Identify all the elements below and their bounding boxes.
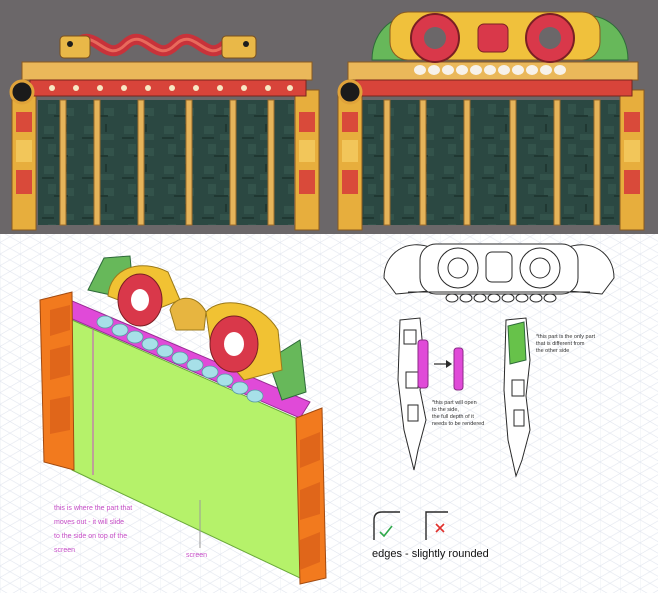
render-gate-crowned: [337, 11, 645, 231]
moves-out-line-3: to the side on top of the: [54, 533, 127, 540]
opens-line-1: *this part will open: [432, 400, 477, 406]
stone-screen: [38, 100, 294, 225]
pillars: [383, 99, 601, 226]
render-gate-closed: [9, 33, 320, 231]
rounded-edge-sample: [373, 511, 400, 540]
moves-out-line-1: this is where the part that: [54, 505, 132, 512]
edge-samples: [373, 511, 448, 540]
only-part-line-3: the other side: [536, 348, 569, 354]
lintel-beads: [49, 85, 293, 91]
pillars: [59, 99, 275, 226]
cross-icon: [435, 523, 445, 533]
opens-note: *this part will open to the side, the fu…: [432, 400, 484, 427]
right-column: [294, 89, 320, 231]
teeth-row: [96, 315, 264, 403]
crest-center: [477, 23, 509, 53]
left-column: [11, 89, 37, 231]
crest-center-outline: [485, 251, 513, 283]
serpent-head-left: [59, 35, 91, 59]
lintel: [21, 61, 313, 81]
left-ring: [337, 79, 363, 105]
column-right-line-art: [503, 317, 531, 478]
only-part-line-1: *this part is the only part: [536, 334, 595, 340]
edges-label: edges - slightly rounded: [372, 548, 489, 560]
moves-out-line-2: moves out - it will slide: [54, 519, 124, 526]
sharp-edge-sample: [425, 511, 448, 540]
column-left-line-art: [397, 317, 429, 471]
iso-gate-blockout: [39, 255, 327, 585]
crest-line-art: [383, 243, 615, 303]
opens-line-4: needs to be rendered: [432, 421, 484, 427]
right-column: [619, 89, 645, 231]
check-icon: [379, 525, 393, 538]
left-ring: [9, 79, 35, 105]
serpent-head-right: [221, 35, 257, 59]
left-column: [337, 89, 363, 231]
screen-label: screen: [186, 552, 207, 559]
lintel-band: [29, 79, 307, 97]
unique-part: [507, 321, 527, 365]
moves-out-note: this is where the part that moves out - …: [54, 505, 132, 554]
stone-screen: [362, 100, 620, 225]
gold-crest-center: [169, 297, 207, 331]
teeth-outline: [445, 293, 557, 303]
only-part-line-2: that is different from: [536, 341, 585, 347]
moves-out-line-4: screen: [54, 547, 75, 554]
sliding-part-detached: [453, 347, 464, 391]
opens-line-2: to the side,: [432, 407, 459, 413]
tooth-row: [414, 65, 566, 75]
sliding-part: [417, 339, 429, 389]
opens-line-3: the full depth of it: [432, 414, 474, 420]
only-part-note: *this part is the only part that is diff…: [536, 334, 595, 354]
